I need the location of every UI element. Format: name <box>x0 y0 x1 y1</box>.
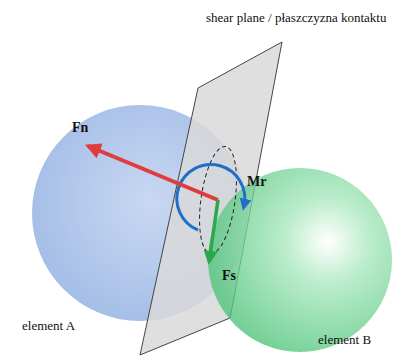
element-label: element A <box>22 318 75 334</box>
shear-force-arrow <box>209 200 218 262</box>
moment-label: Mr <box>247 174 266 190</box>
force-label: Fs <box>222 268 236 284</box>
force-label: Fn <box>72 120 88 136</box>
element-label: element B <box>318 332 371 348</box>
plane-caption: shear plane / płaszczyzna kontaktu <box>206 10 386 26</box>
normal-force-arrow <box>88 146 218 200</box>
